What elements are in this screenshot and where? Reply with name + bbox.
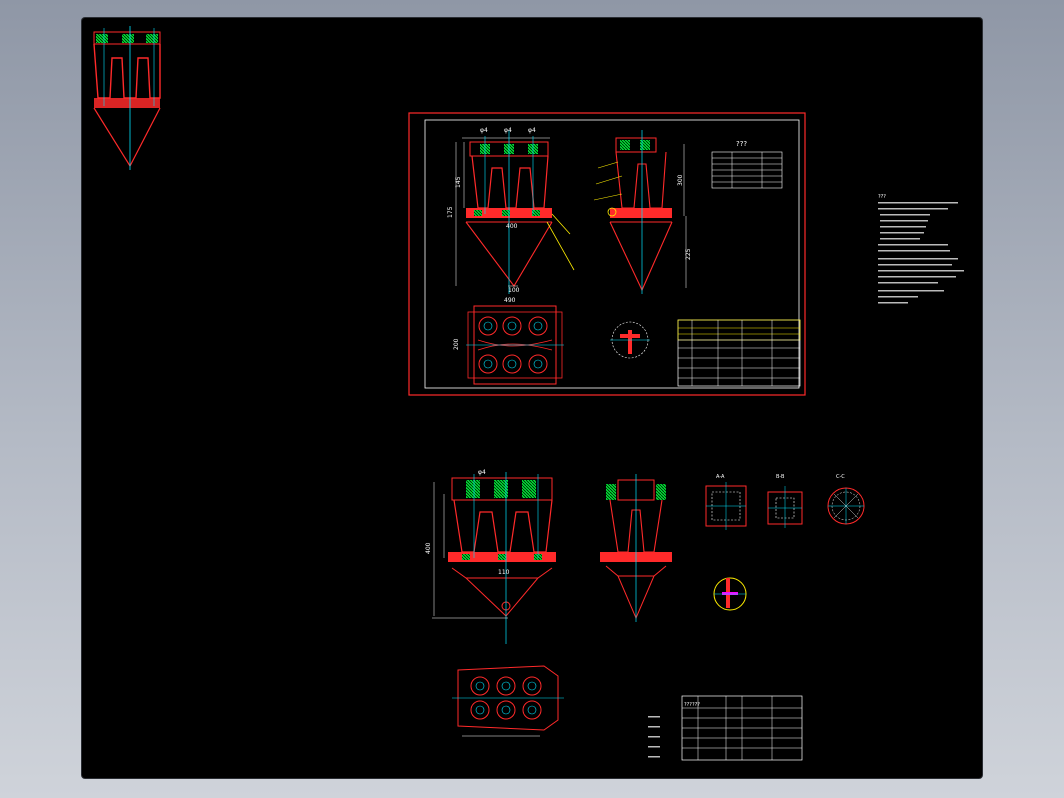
dim-side-h-lower: 225	[685, 248, 692, 260]
dim-w1: 400	[506, 223, 518, 230]
lower-side-view	[600, 474, 672, 622]
technical-notes: ???	[878, 194, 964, 304]
dim-h1: 175	[447, 206, 454, 218]
dim-h2: 145	[455, 176, 462, 188]
detail-views: A-A B-B C-C	[705, 474, 865, 611]
drawing-canvas[interactable]: φ4 φ4 φ4 175 145 400 100 300 225	[82, 18, 982, 778]
detail-circle	[610, 321, 650, 359]
lower-dim-height: 400	[425, 542, 432, 554]
dim-top-flange: 200	[453, 338, 460, 350]
detail-c-label: C-C	[836, 474, 845, 480]
bottom-table-header: ??????	[684, 702, 700, 708]
notes-title: ???	[878, 194, 886, 200]
title-block	[677, 319, 801, 387]
overview-sketch	[93, 26, 161, 170]
bottom-parts-table: ??????	[648, 695, 803, 761]
detail-a-label: A-A	[716, 474, 725, 480]
dim-d2: φ4	[504, 127, 512, 134]
dim-top-w-total: 490	[504, 297, 516, 304]
dim-w3: 100	[508, 287, 520, 294]
lower-dim-top: φ4	[478, 469, 486, 476]
dim-d1: φ4	[480, 127, 488, 134]
parts-table-small: ???	[711, 140, 783, 189]
dim-d3: φ4	[528, 127, 536, 134]
detail-b-label: B-B	[776, 474, 785, 480]
top-view: 490 200	[453, 297, 564, 385]
lower-front-view: φ4 400 110	[425, 469, 556, 644]
lower-dim-mid: 110	[498, 569, 510, 576]
sheet-frame	[408, 112, 806, 396]
side-view: 300 225	[593, 130, 692, 294]
lower-top-view	[452, 665, 564, 737]
title-block-header: ???	[736, 140, 747, 148]
front-view: φ4 φ4 φ4 175 145 400 100	[447, 127, 575, 294]
cad-drawing: φ4 φ4 φ4 175 145 400 100 300 225	[93, 26, 964, 761]
dim-side-h-total: 300	[677, 174, 684, 186]
window-bottom-band	[0, 778, 1064, 798]
